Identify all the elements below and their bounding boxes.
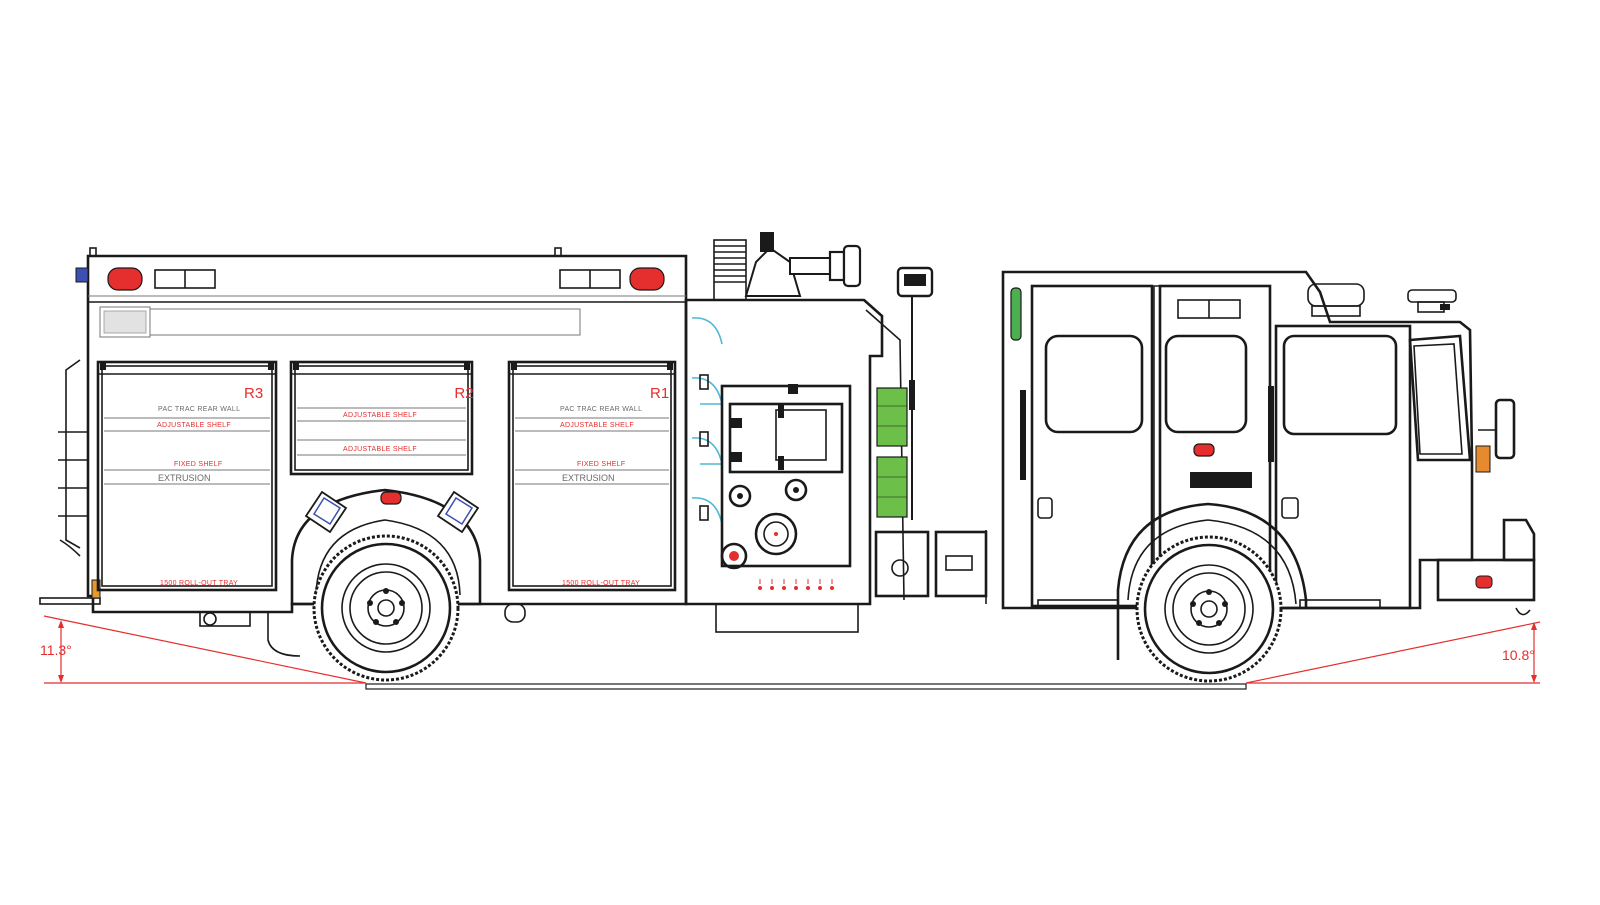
compartment-R1-top-note: PAC TRAC REAR WALL <box>560 406 642 413</box>
compartment-R2-label: R2 <box>454 385 473 402</box>
compartment-R3-top-note: PAC TRAC REAR WALL <box>158 406 240 413</box>
rear-wheel-well-light-right <box>436 490 480 534</box>
scene-light-pole <box>896 266 934 520</box>
compartment-R1-extrusion: EXTRUSION <box>562 473 615 483</box>
rear-top-red-light-right <box>629 267 665 291</box>
front-approach-angle-label: 10.8° <box>1502 647 1535 663</box>
cab-side-marker-light <box>1193 443 1215 457</box>
front-wheel-well <box>1116 502 1308 660</box>
front-mirror-and-bumper <box>1436 398 1536 616</box>
compartment-R1[interactable]: R1 PAC TRAC REAR WALL ADJUSTABLE SHELF F… <box>507 360 677 592</box>
pump-operator-panel[interactable] <box>720 384 852 590</box>
compartment-R3-extrusion: EXTRUSION <box>158 473 211 483</box>
pump-side-ladder <box>691 317 723 525</box>
compartment-R3[interactable]: R3 PAC TRAC REAR WALL ADJUSTABLE SHELF F… <box>96 360 278 592</box>
deck-gun-monitor <box>700 232 862 301</box>
hard-suction-tube <box>99 306 581 338</box>
ground-reference <box>44 682 1540 690</box>
pump-compartment-light-upper <box>876 387 908 447</box>
front-wheel <box>1135 535 1283 683</box>
rear-departure-angle-label: 11.3° <box>40 642 72 658</box>
rear-top-red-light-left <box>107 267 143 291</box>
pump-compartment-light-lower <box>876 456 908 518</box>
pump-house <box>684 298 988 633</box>
cab-rear-green-marker <box>1010 287 1022 341</box>
compartment-R1-shelf-note: ADJUSTABLE SHELF <box>560 422 634 429</box>
compartment-R2[interactable]: R2 ADJUSTABLE SHELF ADJUSTABLE SHELF <box>289 360 474 476</box>
front-approach-angle: 10.8° <box>1245 621 1541 684</box>
rear-wheel-well-light-left <box>304 490 348 534</box>
compartment-R3-label: R3 <box>244 385 263 402</box>
compartment-R3-tray-note: 1500 ROLL-OUT TRAY <box>160 580 238 587</box>
compartment-R2-shelf-note-2: ADJUSTABLE SHELF <box>343 446 417 453</box>
compartment-R2-shelf-note: ADJUSTABLE SHELF <box>343 412 417 419</box>
compartment-R3-shelf-note: ADJUSTABLE SHELF <box>157 422 231 429</box>
compartment-R1-label: R1 <box>650 385 669 402</box>
rear-side-marker-light <box>380 491 402 505</box>
compartment-R1-tray-note: 1500 ROLL-OUT TRAY <box>562 580 640 587</box>
rear-wheel <box>312 534 460 682</box>
rear-step-ladder <box>58 359 88 557</box>
compartment-R1-fixed-note: FIXED SHELF <box>577 461 625 468</box>
rear-wheel-well <box>290 488 482 606</box>
compartment-R3-fixed-note: FIXED SHELF <box>174 461 222 468</box>
rear-departure-angle: 11.3° <box>40 615 367 684</box>
